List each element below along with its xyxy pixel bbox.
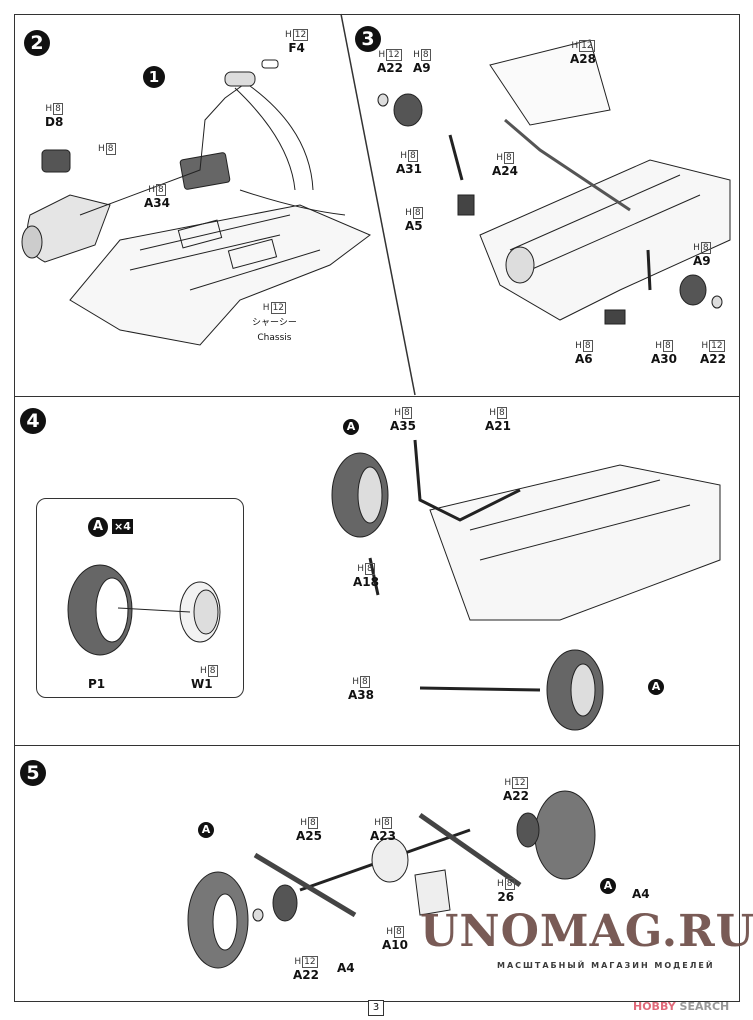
inset-assembly-a-badge: A bbox=[88, 517, 108, 537]
step-divider bbox=[340, 13, 416, 396]
step-4-inset-box bbox=[36, 498, 244, 698]
part-label-p1: P1 bbox=[88, 677, 106, 691]
step-4-badge: 4 bbox=[20, 408, 46, 434]
step2-chassis-drawing bbox=[21, 59, 371, 346]
page-number: 3 bbox=[368, 1000, 384, 1016]
step3-chassis-drawing bbox=[377, 39, 731, 325]
step-1-sub-badge: 1 bbox=[143, 66, 165, 88]
part-label-a4-right: A4 bbox=[632, 887, 650, 901]
assembly-a-marker-right: A bbox=[600, 878, 616, 894]
step-4-panel bbox=[14, 395, 740, 746]
assembly-a-marker-front: A bbox=[343, 419, 359, 435]
step-5-badge: 5 bbox=[20, 760, 46, 786]
watermark-subtitle: МАСШТАБНЫЙ МАГАЗИН МОДЕЛЕЙ bbox=[497, 961, 715, 970]
step5-drawing bbox=[187, 790, 596, 969]
step4-drawing bbox=[67, 439, 721, 731]
steps-2-3-panel bbox=[14, 14, 740, 397]
step-2-badge: 2 bbox=[24, 30, 50, 56]
assembly-a-marker-left: A bbox=[198, 822, 214, 838]
inset-multiplier: ×4 bbox=[112, 519, 133, 534]
watermark-logo: UNOMAG.RU bbox=[420, 906, 753, 957]
part-label-a4-left: A4 bbox=[337, 961, 355, 975]
assembly-a-marker-rear: A bbox=[648, 679, 664, 695]
step-3-badge: 3 bbox=[355, 26, 381, 52]
hobbysearch-credit: HOBBY SEARCH bbox=[633, 1000, 730, 1013]
